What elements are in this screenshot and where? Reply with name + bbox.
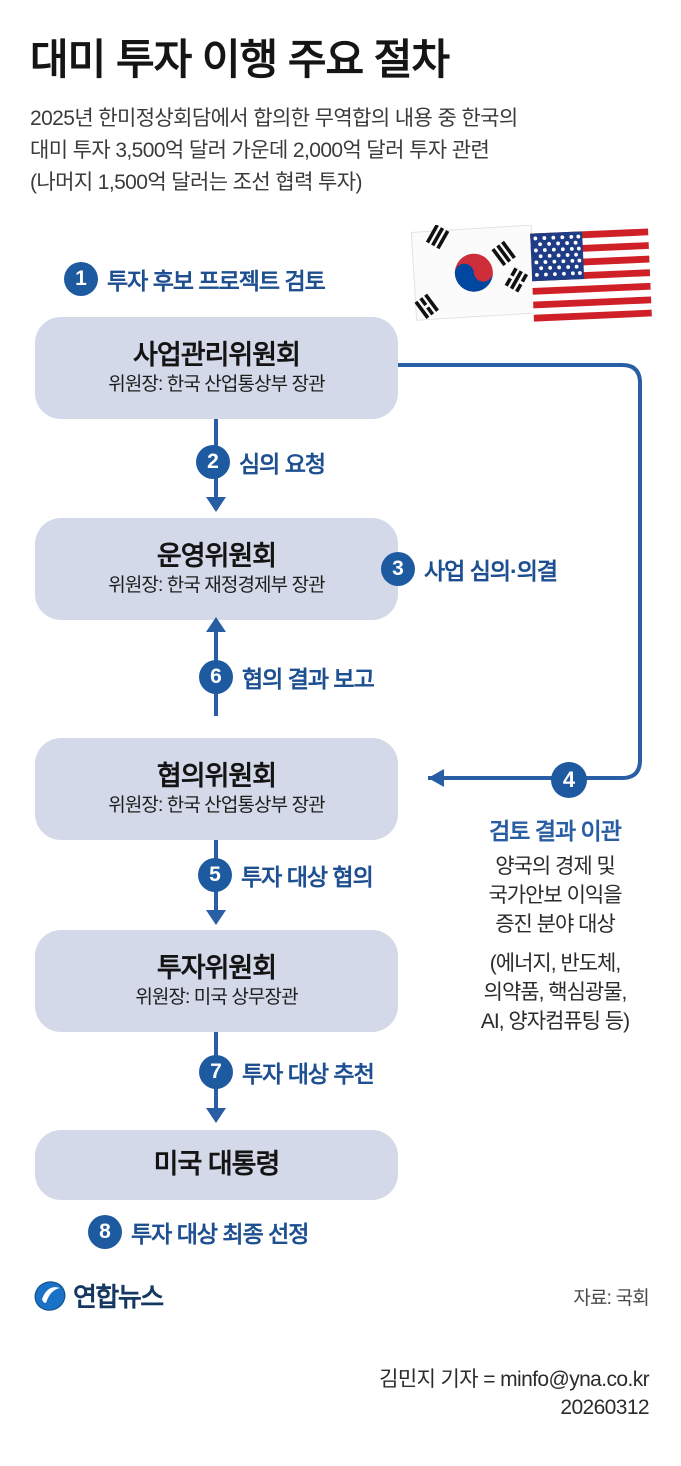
step-3: 3 사업 심의·의결 [381, 552, 558, 586]
box-subtitle: 위원장: 한국 산업통상부 장관 [108, 795, 325, 817]
flow-box-consultation-committee[interactable]: 협의위원회 위원장: 한국 산업통상부 장관 [35, 738, 398, 840]
note-line-5: 의약품, 핵심광물, [483, 981, 628, 1004]
credit-line-1: 김민지 기자 = minfo@yna.co.kr [379, 1368, 649, 1391]
box-subtitle: 위원장: 한국 산업통상부 장관 [108, 374, 325, 396]
source-label: 자료: 국회 [573, 1288, 649, 1309]
step-label: 심의 요청 [239, 451, 326, 477]
box-subtitle: 위원장: 미국 상무장관 [135, 987, 298, 1009]
flow-box-project-management-committee[interactable]: 사업관리위원회 위원장: 한국 산업통상부 장관 [35, 317, 398, 419]
box-subtitle: 위원장: 한국 재정경제부 장관 [108, 575, 325, 597]
step-1: 1 투자 후보 프로젝트 검토 [64, 262, 326, 296]
yonhap-logo: 연합뉴스 [33, 1277, 164, 1314]
arrow-down-box5 [206, 1108, 226, 1123]
step-7: 7 투자 대상 추천 [199, 1055, 375, 1089]
note-title: 검토 결과 이관 [489, 818, 622, 844]
note-line-6: AI, 양자컴퓨팅 등) [480, 1010, 630, 1033]
step-number-badge: 1 [64, 262, 98, 296]
subtitle-line-3: (나머지 1,500억 달러는 조선 협력 투자) [30, 171, 362, 194]
step-number-badge: 5 [198, 858, 232, 892]
step-label: 협의 결과 보고 [242, 666, 375, 692]
page-title: 대미 투자 이행 주요 절차 [30, 36, 450, 83]
step-number-badge: 8 [88, 1215, 122, 1249]
step-label: 투자 대상 협의 [241, 864, 374, 890]
step-2: 2 심의 요청 [196, 445, 326, 479]
usa-flag [530, 228, 652, 322]
flow-box-investment-committee[interactable]: 투자위원회 위원장: 미국 상무장관 [35, 930, 398, 1032]
step-number-badge: 7 [199, 1055, 233, 1089]
logo-text: 연합뉴스 [73, 1282, 164, 1312]
step-label: 투자 후보 프로젝트 검토 [107, 268, 326, 294]
note-line-3: 증진 분야 대상 [495, 913, 616, 936]
flags-group [410, 225, 655, 330]
page-subtitle: 2025년 한미정상회담에서 합의한 무역합의 내용 중 한국의 대미 투자 3… [30, 103, 650, 199]
note-line-2: 국가안보 이익을 [488, 884, 622, 907]
subtitle-line-2: 대미 투자 3,500억 달러 가운데 2,000억 달러 투자 관련 [30, 139, 490, 162]
credit-line-2: 20260312 [560, 1396, 649, 1419]
note-line-4: (에너지, 반도체, [489, 952, 621, 975]
arrow-down-box2 [206, 497, 226, 512]
step-6: 6 협의 결과 보고 [199, 660, 375, 694]
box-title: 운영위원회 [156, 541, 277, 572]
step-number-badge: 6 [199, 660, 233, 694]
step-label: 사업 심의·의결 [424, 558, 558, 584]
arrow-up-box2 [206, 617, 226, 632]
step-number-badge: 4 [551, 762, 587, 798]
subtitle-line-1: 2025년 한미정상회담에서 합의한 무역합의 내용 중 한국의 [30, 107, 518, 130]
korea-flag [410, 225, 537, 321]
step-number-badge: 2 [196, 445, 230, 479]
step-label: 투자 대상 추천 [242, 1061, 375, 1087]
flow-box-steering-committee[interactable]: 운영위원회 위원장: 한국 재정경제부 장관 [35, 518, 398, 620]
box-title: 사업관리위원회 [133, 340, 301, 371]
step-number-badge: 3 [381, 552, 415, 586]
note-body: 양국의 경제 및 국가안보 이익을 증진 분야 대상 (에너지, 반도체, 의약… [440, 852, 670, 1036]
step-label: 투자 대상 최종 선정 [131, 1221, 309, 1247]
step-8: 8 투자 대상 최종 선정 [88, 1215, 309, 1249]
loop-connector [392, 363, 642, 787]
step-5: 5 투자 대상 협의 [198, 858, 374, 892]
box-title: 미국 대통령 [153, 1149, 281, 1180]
note-line-1: 양국의 경제 및 [495, 855, 616, 878]
step-4: 4 [551, 762, 587, 798]
box-title: 투자위원회 [156, 953, 277, 984]
arrow-down-box4 [206, 910, 226, 925]
credit-block: 김민지 기자 = minfo@yna.co.kr 20260312 [379, 1366, 649, 1422]
flags-svg [410, 225, 652, 322]
box-title: 협의위원회 [156, 761, 277, 792]
yonhap-swirl-icon [34, 1280, 66, 1311]
flow-box-us-president[interactable]: 미국 대통령 [35, 1130, 398, 1200]
note-spacer [440, 939, 670, 949]
transfer-note: 검토 결과 이관 양국의 경제 및 국가안보 이익을 증진 분야 대상 (에너지… [440, 812, 670, 1036]
